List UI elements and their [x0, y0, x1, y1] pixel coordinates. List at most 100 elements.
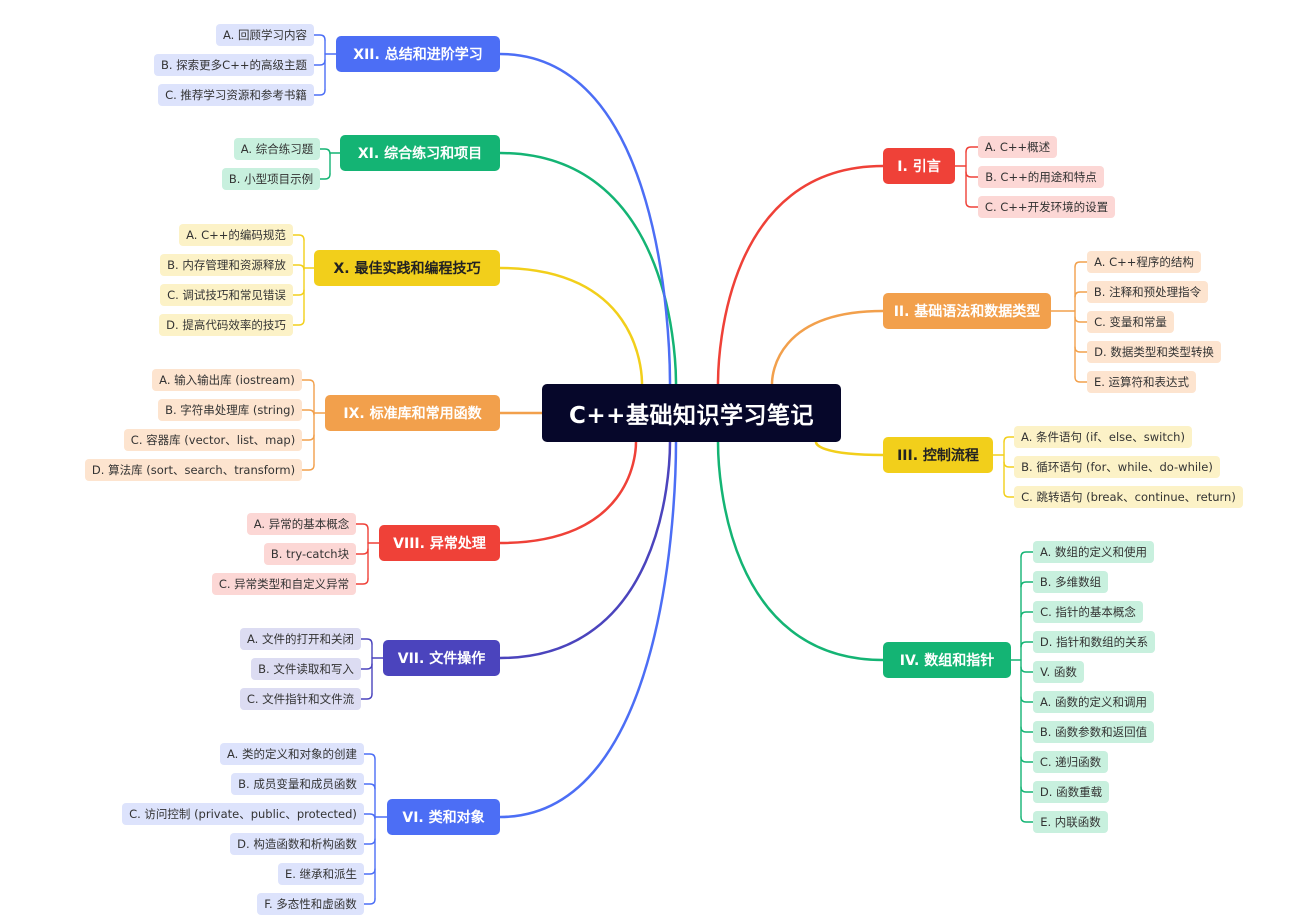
- branch-topic-b10[interactable]: X. 最佳实践和编程技巧: [314, 250, 500, 286]
- connector-line: [319, 148, 331, 155]
- connector-line: [498, 151, 678, 386]
- branch-topic-b11[interactable]: XI. 综合练习和项目: [340, 135, 500, 171]
- leaf-topic[interactable]: C. 推荐学习资源和参考书籍: [158, 84, 314, 106]
- connector-line: [355, 548, 369, 555]
- leaf-topic[interactable]: B. 字符串处理库 (string): [158, 399, 302, 421]
- leaf-topic[interactable]: C. 文件指针和文件流: [240, 688, 361, 710]
- connector-line: [360, 693, 373, 700]
- leaf-topic[interactable]: A. C++概述: [978, 136, 1057, 158]
- leaf-topic[interactable]: B. try-catch块: [264, 543, 356, 565]
- connector-line: [363, 868, 376, 875]
- connector-line: [770, 309, 885, 386]
- connector-line: [1074, 261, 1088, 268]
- connector-line: [301, 464, 315, 471]
- connector-line: [965, 146, 979, 153]
- leaf-topic[interactable]: C. 调试技巧和常见错误: [160, 284, 293, 306]
- connector-line: [1003, 436, 1015, 443]
- connector-line: [1020, 611, 1034, 618]
- connector-line: [1003, 491, 1015, 498]
- leaf-topic[interactable]: B. 探索更多C++的高级主题: [154, 54, 314, 76]
- leaf-topic[interactable]: D. 提高代码效率的技巧: [159, 314, 293, 336]
- leaf-topic[interactable]: A. 回顾学习内容: [216, 24, 314, 46]
- connector-line: [1074, 376, 1088, 383]
- leaf-topic[interactable]: E. 内联函数: [1033, 811, 1108, 833]
- branch-topic-b9[interactable]: IX. 标准库和常用函数: [325, 395, 500, 431]
- leaf-topic[interactable]: F. 多态性和虚函数: [257, 893, 364, 915]
- leaf-topic[interactable]: B. 循环语句 (for、while、do-while): [1014, 456, 1220, 478]
- connector-line: [1074, 291, 1088, 298]
- branch-topic-b12[interactable]: XII. 总结和进阶学习: [336, 36, 500, 72]
- leaf-topic[interactable]: A. 输入输出库 (iostream): [152, 369, 302, 391]
- root-topic[interactable]: C++基础知识学习笔记: [542, 384, 841, 442]
- leaf-topic[interactable]: C. 递归函数: [1033, 751, 1108, 773]
- leaf-topic[interactable]: C. 变量和常量: [1087, 311, 1174, 333]
- connector-line: [716, 440, 885, 662]
- connector-line: [319, 173, 331, 180]
- connector-line: [313, 34, 326, 41]
- leaf-topic[interactable]: A. C++的编码规范: [179, 224, 293, 246]
- leaf-topic[interactable]: A. 函数的定义和调用: [1033, 691, 1154, 713]
- leaf-topic[interactable]: C. 跳转语句 (break、continue、return): [1014, 486, 1243, 508]
- leaf-topic[interactable]: D. 构造函数和析构函数: [230, 833, 364, 855]
- leaf-topic[interactable]: B. C++的用途和特点: [978, 166, 1104, 188]
- leaf-topic[interactable]: C. 异常类型和自定义异常: [212, 573, 356, 595]
- connector-line: [313, 89, 326, 96]
- connector-line: [355, 578, 369, 585]
- connector-line: [301, 379, 315, 386]
- leaf-topic[interactable]: D. 算法库 (sort、search、transform): [85, 459, 302, 481]
- leaf-topic[interactable]: A. 文件的打开和关闭: [240, 628, 361, 650]
- branch-topic-b6[interactable]: VI. 类和对象: [387, 799, 500, 835]
- branch-topic-b3[interactable]: III. 控制流程: [883, 437, 993, 473]
- leaf-topic[interactable]: A. 综合练习题: [234, 138, 320, 160]
- connector-line: [360, 663, 373, 670]
- connector-line: [1020, 756, 1034, 763]
- branch-topic-b8[interactable]: VIII. 异常处理: [379, 525, 500, 561]
- leaf-topic[interactable]: C. 容器库 (vector、list、map): [124, 429, 302, 451]
- leaf-topic[interactable]: E. 继承和派生: [278, 863, 364, 885]
- leaf-topic[interactable]: C. 访问控制 (private、public、protected): [122, 803, 364, 825]
- leaf-topic[interactable]: C. C++开发环境的设置: [978, 196, 1115, 218]
- leaf-topic[interactable]: V. 函数: [1033, 661, 1084, 683]
- connector-line: [301, 409, 315, 416]
- connector-line: [363, 838, 376, 845]
- leaf-topic[interactable]: A. 条件语句 (if、else、switch): [1014, 426, 1192, 448]
- leaf-topic[interactable]: C. 指针的基本概念: [1033, 601, 1143, 623]
- leaf-topic[interactable]: A. 类的定义和对象的创建: [220, 743, 364, 765]
- branch-topic-b7[interactable]: VII. 文件操作: [383, 640, 500, 676]
- leaf-topic[interactable]: B. 函数参数和返回值: [1033, 721, 1154, 743]
- connector-line: [498, 440, 672, 660]
- connector-line: [301, 434, 315, 441]
- leaf-topic[interactable]: A. 数组的定义和使用: [1033, 541, 1154, 563]
- connector-line: [1020, 696, 1034, 703]
- leaf-topic[interactable]: E. 运算符和表达式: [1087, 371, 1196, 393]
- connector-line: [292, 289, 305, 296]
- connector-line: [1074, 316, 1088, 323]
- connector-line: [1020, 581, 1034, 588]
- leaf-topic[interactable]: B. 注释和预处理指令: [1087, 281, 1208, 303]
- leaf-topic[interactable]: B. 文件读取和写入: [251, 658, 361, 680]
- connector-line: [1020, 641, 1034, 648]
- connector-line: [965, 171, 979, 178]
- branch-topic-b4[interactable]: IV. 数组和指针: [883, 642, 1011, 678]
- leaf-topic[interactable]: B. 多维数组: [1033, 571, 1108, 593]
- connector-line: [498, 266, 644, 386]
- connector-line: [716, 164, 885, 386]
- connector-line: [498, 440, 638, 545]
- leaf-topic[interactable]: B. 内存管理和资源释放: [160, 254, 293, 276]
- leaf-topic[interactable]: A. 异常的基本概念: [247, 513, 356, 535]
- connector-line: [814, 440, 885, 457]
- connector-line: [1020, 551, 1034, 558]
- connector-line: [1020, 786, 1034, 793]
- leaf-topic[interactable]: D. 指针和数组的关系: [1033, 631, 1155, 653]
- branch-topic-b1[interactable]: I. 引言: [883, 148, 955, 184]
- connector-line: [1074, 346, 1088, 353]
- leaf-topic[interactable]: B. 成员变量和成员函数: [231, 773, 364, 795]
- connector-line: [313, 59, 326, 66]
- leaf-topic[interactable]: D. 数据类型和类型转换: [1087, 341, 1221, 363]
- leaf-topic[interactable]: B. 小型项目示例: [222, 168, 320, 190]
- leaf-topic[interactable]: D. 函数重载: [1033, 781, 1109, 803]
- connector-line: [1020, 726, 1034, 733]
- branch-topic-b2[interactable]: II. 基础语法和数据类型: [883, 293, 1051, 329]
- leaf-topic[interactable]: A. C++程序的结构: [1087, 251, 1201, 273]
